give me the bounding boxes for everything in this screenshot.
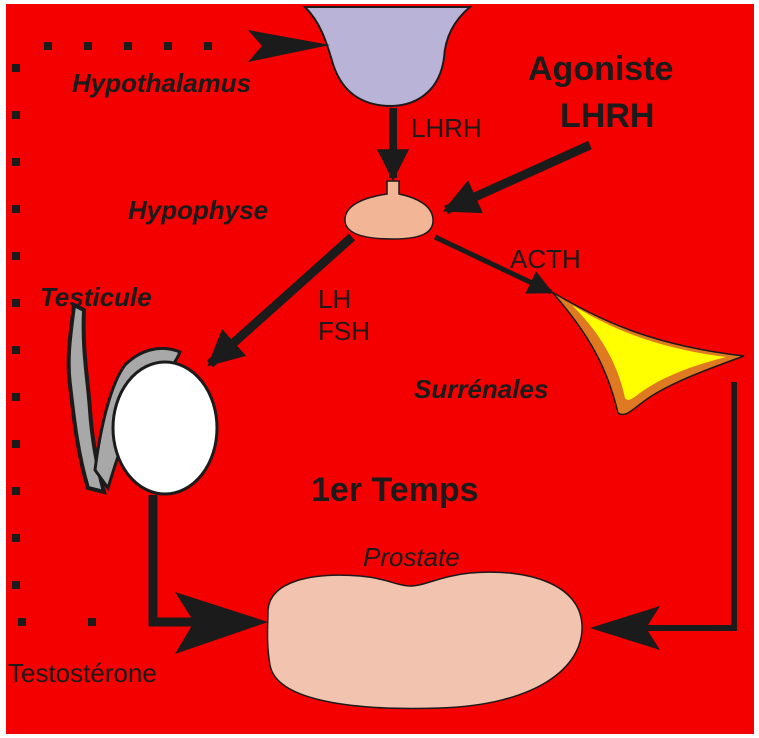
label-prostate: Prostate [363,542,460,572]
label-hypothalamus: Hypothalamus [72,68,251,98]
label-lh: LH [318,284,351,314]
label-fsh: FSH [318,316,370,346]
label-lhrh: LHRH [411,113,482,143]
label-stage: 1er Temps [311,471,479,509]
label-agonist-line1: Agoniste [528,50,673,88]
label-surrenales: Surrénales [414,374,548,404]
testis-shape [113,362,217,494]
label-testicule: Testicule [40,282,152,312]
label-agonist-line2: LHRH [560,97,654,135]
label-testosterone: Testostérone [8,658,157,688]
label-acth: ACTH [510,244,581,274]
label-hypophyse: Hypophyse [128,195,268,225]
prostate-shape [268,572,583,708]
